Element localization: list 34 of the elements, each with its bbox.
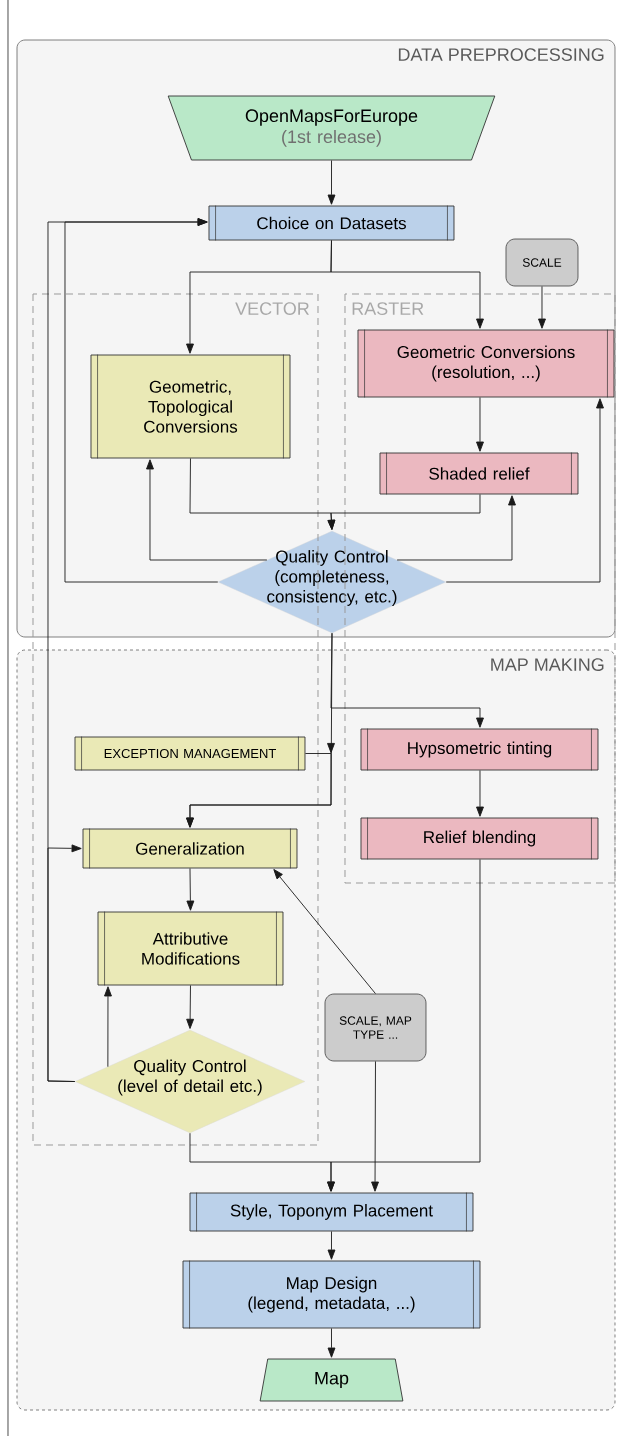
- arrow: [186, 985, 195, 1029]
- terminal-trapezoid: Map: [259, 1358, 404, 1402]
- arrow: [330, 240, 484, 329]
- arrow: [396, 495, 516, 561]
- arrow: [327, 1231, 336, 1260]
- process-box: Choice on Datasets: [208, 205, 455, 241]
- arrow: [47, 844, 82, 1082]
- arrow: [327, 859, 481, 1192]
- arrow: [186, 742, 335, 828]
- arrow: [327, 494, 481, 530]
- arrow: [445, 398, 604, 583]
- input-box: SCALE: [505, 238, 579, 287]
- process-box: Relief blending: [360, 817, 599, 860]
- arrow: [146, 459, 268, 561]
- arrow: [273, 869, 376, 995]
- process-box: Geometric, Topological Conversions: [90, 354, 291, 459]
- arrow: [476, 770, 484, 817]
- terminal-trapezoid: OpenMapsForEurope (1st release): [167, 95, 496, 161]
- arrow: [327, 1328, 336, 1358]
- process-box: Hypsometric tinting: [360, 728, 599, 771]
- arrow: [327, 160, 336, 205]
- process-box: Shaded relief: [379, 452, 579, 495]
- process-box: Style, Toponym Placement: [189, 1192, 474, 1232]
- arrow: [476, 397, 484, 452]
- arrow: [538, 285, 546, 329]
- process-box: Map Design (legend, metadata, ...): [182, 1260, 481, 1329]
- arrow: [104, 986, 112, 1068]
- process-box: Generalization: [82, 828, 298, 869]
- arrow: [186, 868, 195, 911]
- process-box: EXCEPTION MANAGEMENT: [74, 736, 306, 771]
- process-box: Attributive Modifications: [97, 911, 284, 986]
- arrow: [371, 1060, 379, 1192]
- input-box: SCALE, MAP TYPE ...: [324, 993, 427, 1062]
- process-box: Geometric Conversions (resolution, ...): [357, 329, 615, 398]
